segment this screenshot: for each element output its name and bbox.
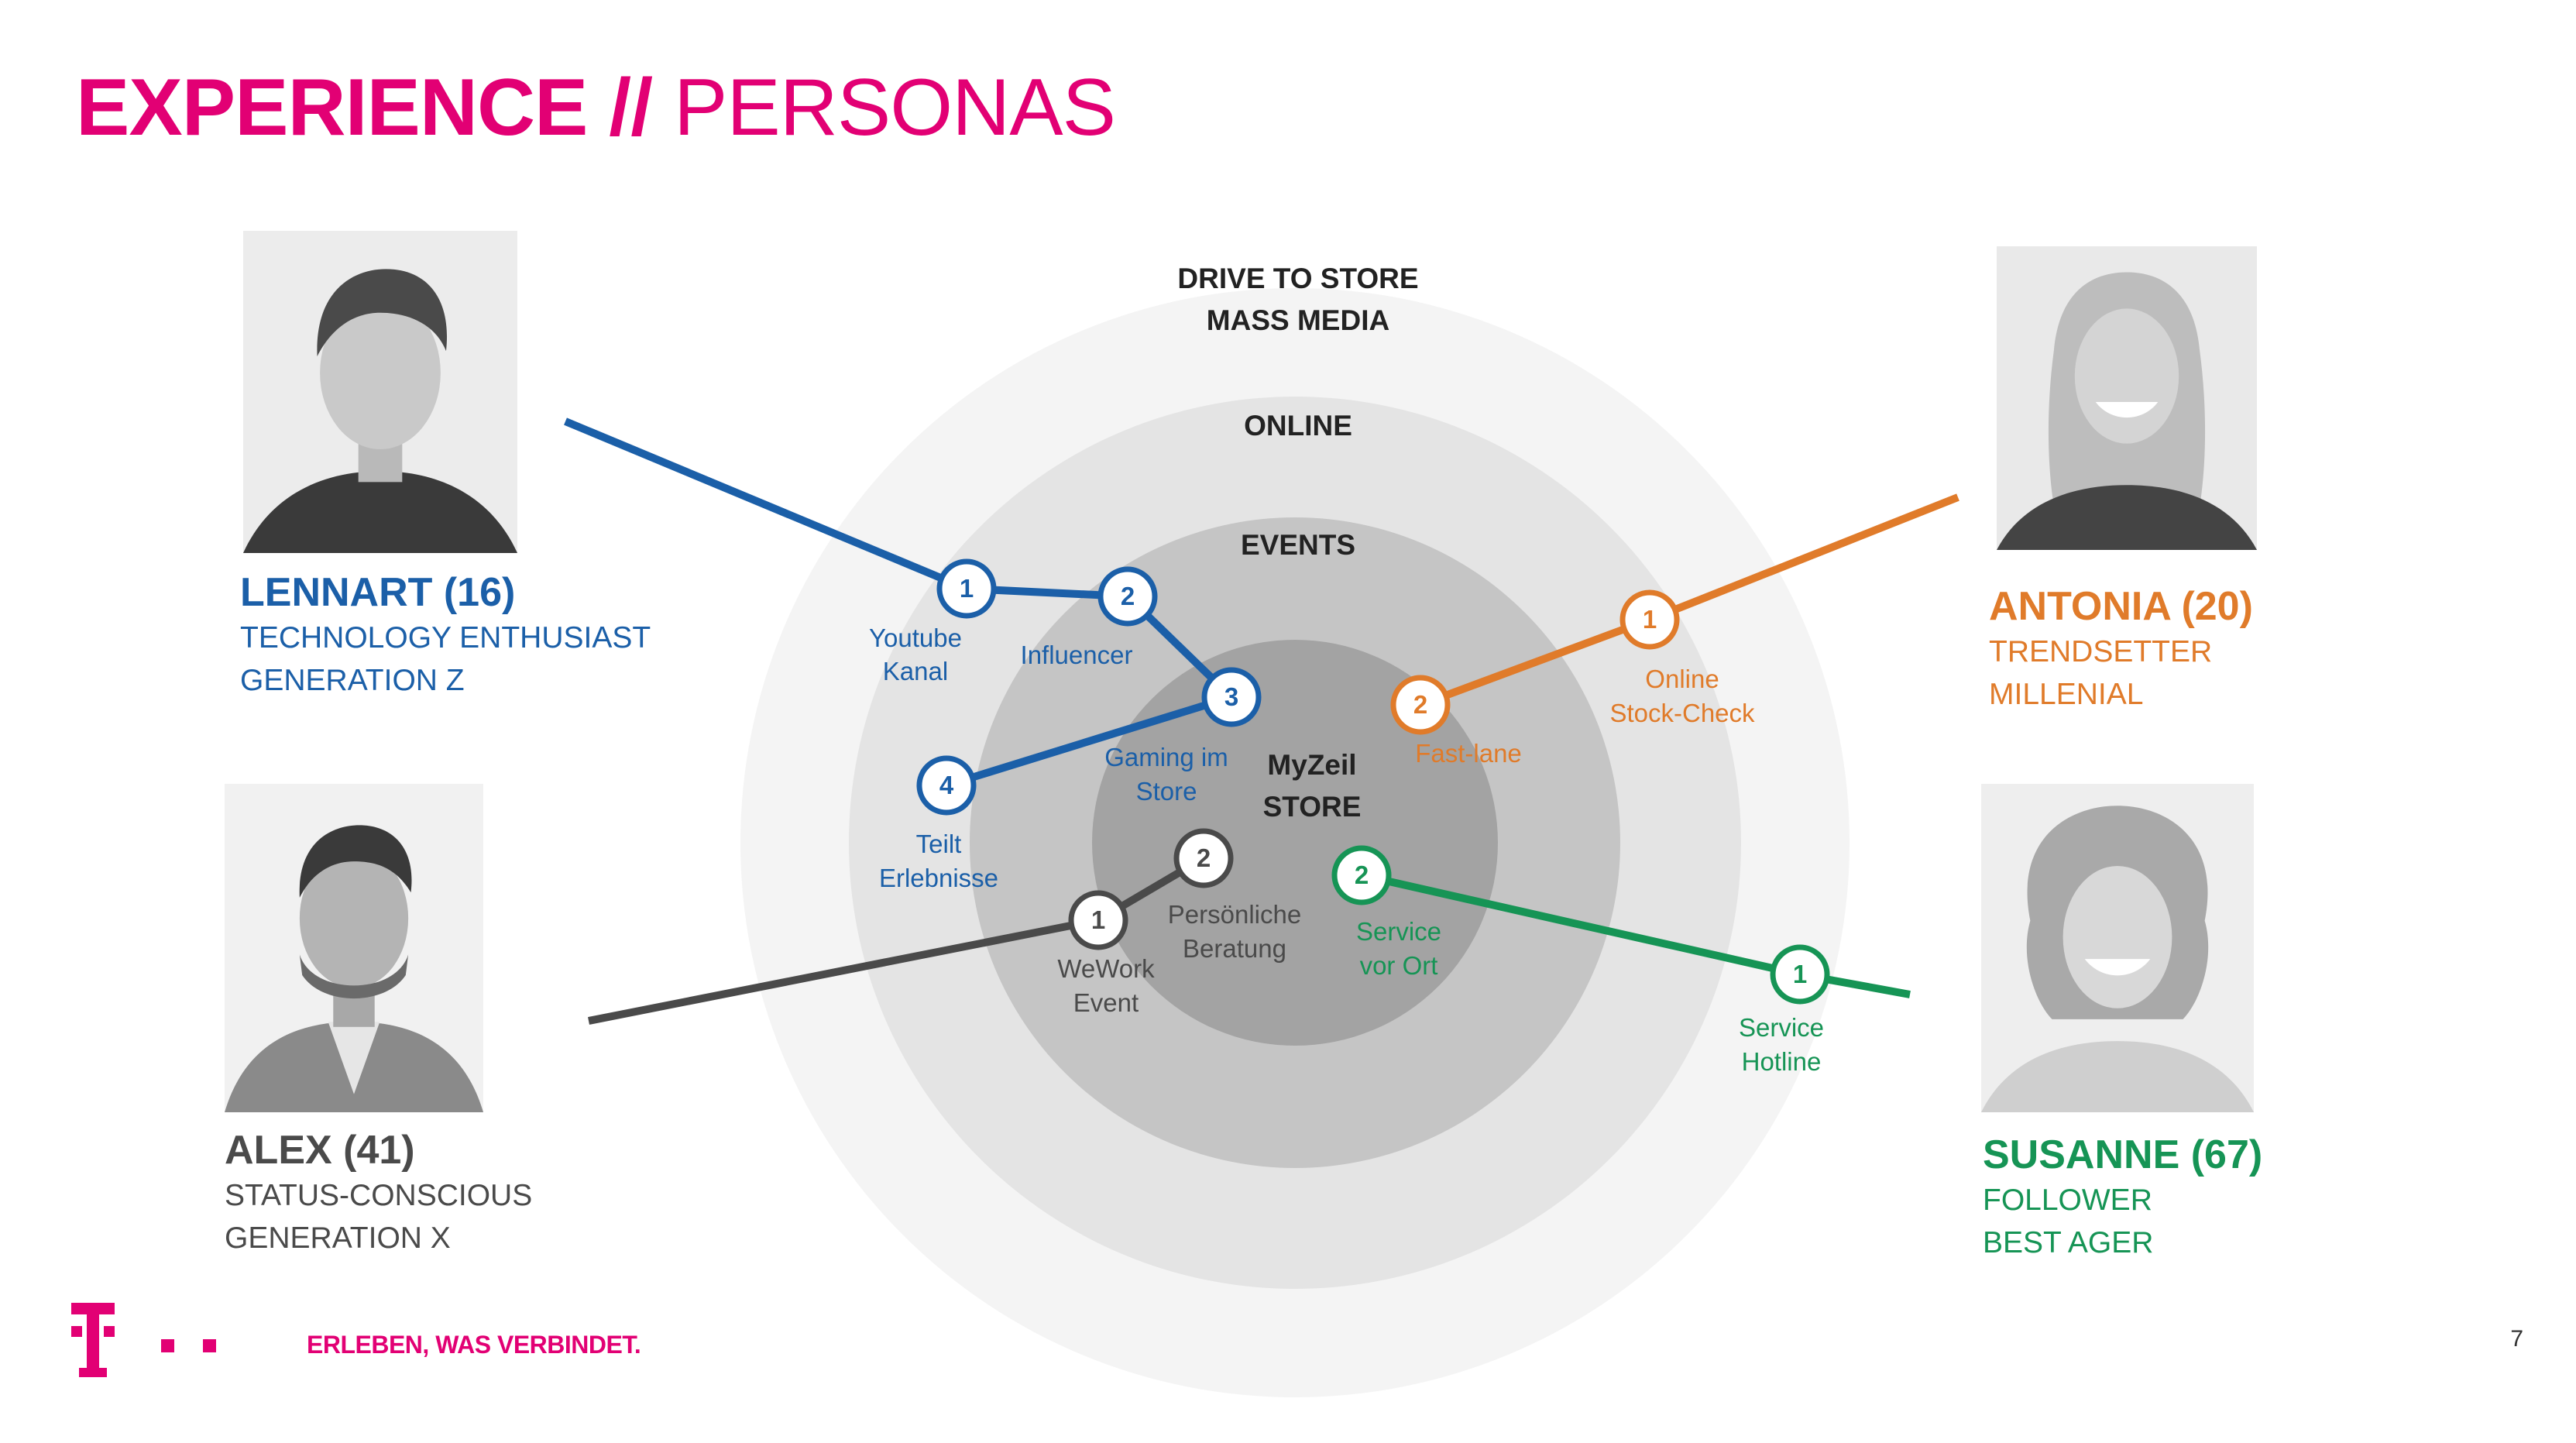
title-light: PERSONAS	[652, 63, 1116, 153]
page-title: EXPERIENCE // PERSONAS	[76, 63, 1116, 153]
step-label: Stock-Check	[1609, 699, 1755, 727]
page-number: 7	[2510, 1326, 2523, 1352]
step-label: Store	[1136, 777, 1197, 806]
persona-name: ALEX (41)	[225, 1128, 415, 1173]
step-label: Erlebnisse	[879, 864, 998, 892]
persona-generation: GENERATION Z	[240, 664, 465, 697]
journey-step-antonia-2: 2 Fast-lane	[1390, 675, 1522, 768]
persona-name: SUSANNE (67)	[1983, 1132, 2263, 1177]
journey-step-lennart-3: 3 Gaming im Store	[1104, 667, 1262, 806]
journey-step-alex-2: 2 Persönliche Beratung	[1168, 828, 1301, 963]
step-label: Kanal	[883, 657, 948, 685]
ring-label-core2: STORE	[1263, 791, 1362, 823]
step-number: 4	[939, 771, 954, 799]
step-number: 1	[1793, 960, 1807, 988]
step-number: 3	[1224, 682, 1238, 711]
step-number: 2	[1413, 690, 1427, 719]
persona-antonia: ANTONIA (20) TRENDSETTER MILLENIAL	[1989, 582, 2253, 716]
journey-step-antonia-1: 1 Online Stock-Check	[1609, 589, 1755, 727]
step-number: 1	[960, 574, 974, 603]
step-label: WeWork	[1057, 954, 1155, 983]
portrait-photo-icon	[225, 784, 483, 1112]
portrait-photo-icon	[1997, 246, 2257, 550]
step-label: vor Ort	[1360, 951, 1438, 980]
ring-label-events: EVENTS	[1241, 529, 1355, 561]
step-label: Gaming im	[1104, 743, 1228, 771]
ring-label-online: ONLINE	[1244, 410, 1352, 441]
portrait-photo-icon	[243, 231, 517, 553]
ring-label-outer2: MASS MEDIA	[1207, 304, 1389, 336]
title-bold: EXPERIENCE //	[76, 63, 653, 153]
ring-label-outer: DRIVE TO STORE	[1177, 263, 1418, 294]
step-number: 1	[1643, 605, 1657, 634]
step-label: Service	[1356, 917, 1441, 946]
susanne-photo	[1981, 784, 2254, 1112]
step-label: Fast-lane	[1415, 739, 1522, 768]
ring-label-core: MyZeil	[1267, 749, 1356, 781]
ring-store	[1092, 640, 1498, 1046]
step-label: Persönliche	[1168, 900, 1301, 929]
step-label: Teilt	[916, 830, 962, 858]
persona-susanne: SUSANNE (67) FOLLOWER BEST AGER	[1983, 1131, 2262, 1264]
persona-role: TRENDSETTER	[1989, 635, 2213, 668]
step-number: 1	[1091, 905, 1105, 934]
persona-generation: GENERATION X	[225, 1221, 451, 1255]
persona-role: TECHNOLOGY ENTHUSIAST	[240, 621, 651, 655]
step-label: Beratung	[1183, 934, 1286, 963]
step-label: Service	[1739, 1013, 1824, 1042]
step-label: Online	[1645, 665, 1719, 693]
journey-step-lennart-4: 4 Teilt Erlebnisse	[879, 755, 998, 892]
step-number: 2	[1197, 843, 1211, 872]
step-label: Event	[1073, 988, 1139, 1017]
portrait-photo-icon	[1981, 784, 2254, 1112]
footer-slogan: ERLEBEN, WAS VERBINDET.	[307, 1331, 641, 1359]
lennart-photo	[243, 231, 517, 553]
journey-step-lennart-2: 2 Influencer	[1021, 566, 1158, 669]
journey-step-susanne-2: 2 Service vor Ort	[1331, 845, 1441, 980]
persona-role: FOLLOWER	[1983, 1184, 2152, 1217]
step-label: Youtube	[869, 624, 962, 652]
persona-name: LENNART (16)	[240, 570, 516, 615]
telekom-t-logo-icon	[71, 1303, 216, 1377]
persona-generation: BEST AGER	[1983, 1226, 2154, 1259]
persona-role: STATUS-CONSCIOUS	[225, 1179, 533, 1212]
step-number: 2	[1355, 861, 1369, 889]
step-label: Influencer	[1021, 641, 1133, 669]
step-label: Hotline	[1742, 1047, 1822, 1076]
step-number: 2	[1121, 582, 1135, 610]
journey-step-lennart-1: 1 Youtube Kanal	[869, 558, 997, 685]
alex-photo	[225, 784, 483, 1112]
persona-generation: MILLENIAL	[1989, 678, 2144, 711]
journey-step-alex-1: 1 WeWork Event	[1057, 890, 1155, 1017]
persona-lennart: LENNART (16) TECHNOLOGY ENTHUSIAST GENER…	[240, 569, 651, 702]
persona-alex: ALEX (41) STATUS-CONSCIOUS GENERATION X	[225, 1126, 532, 1259]
journey-step-susanne-1: 1 Service Hotline	[1739, 944, 1830, 1076]
persona-name: ANTONIA (20)	[1989, 584, 2253, 629]
antonia-photo	[1997, 246, 2257, 550]
